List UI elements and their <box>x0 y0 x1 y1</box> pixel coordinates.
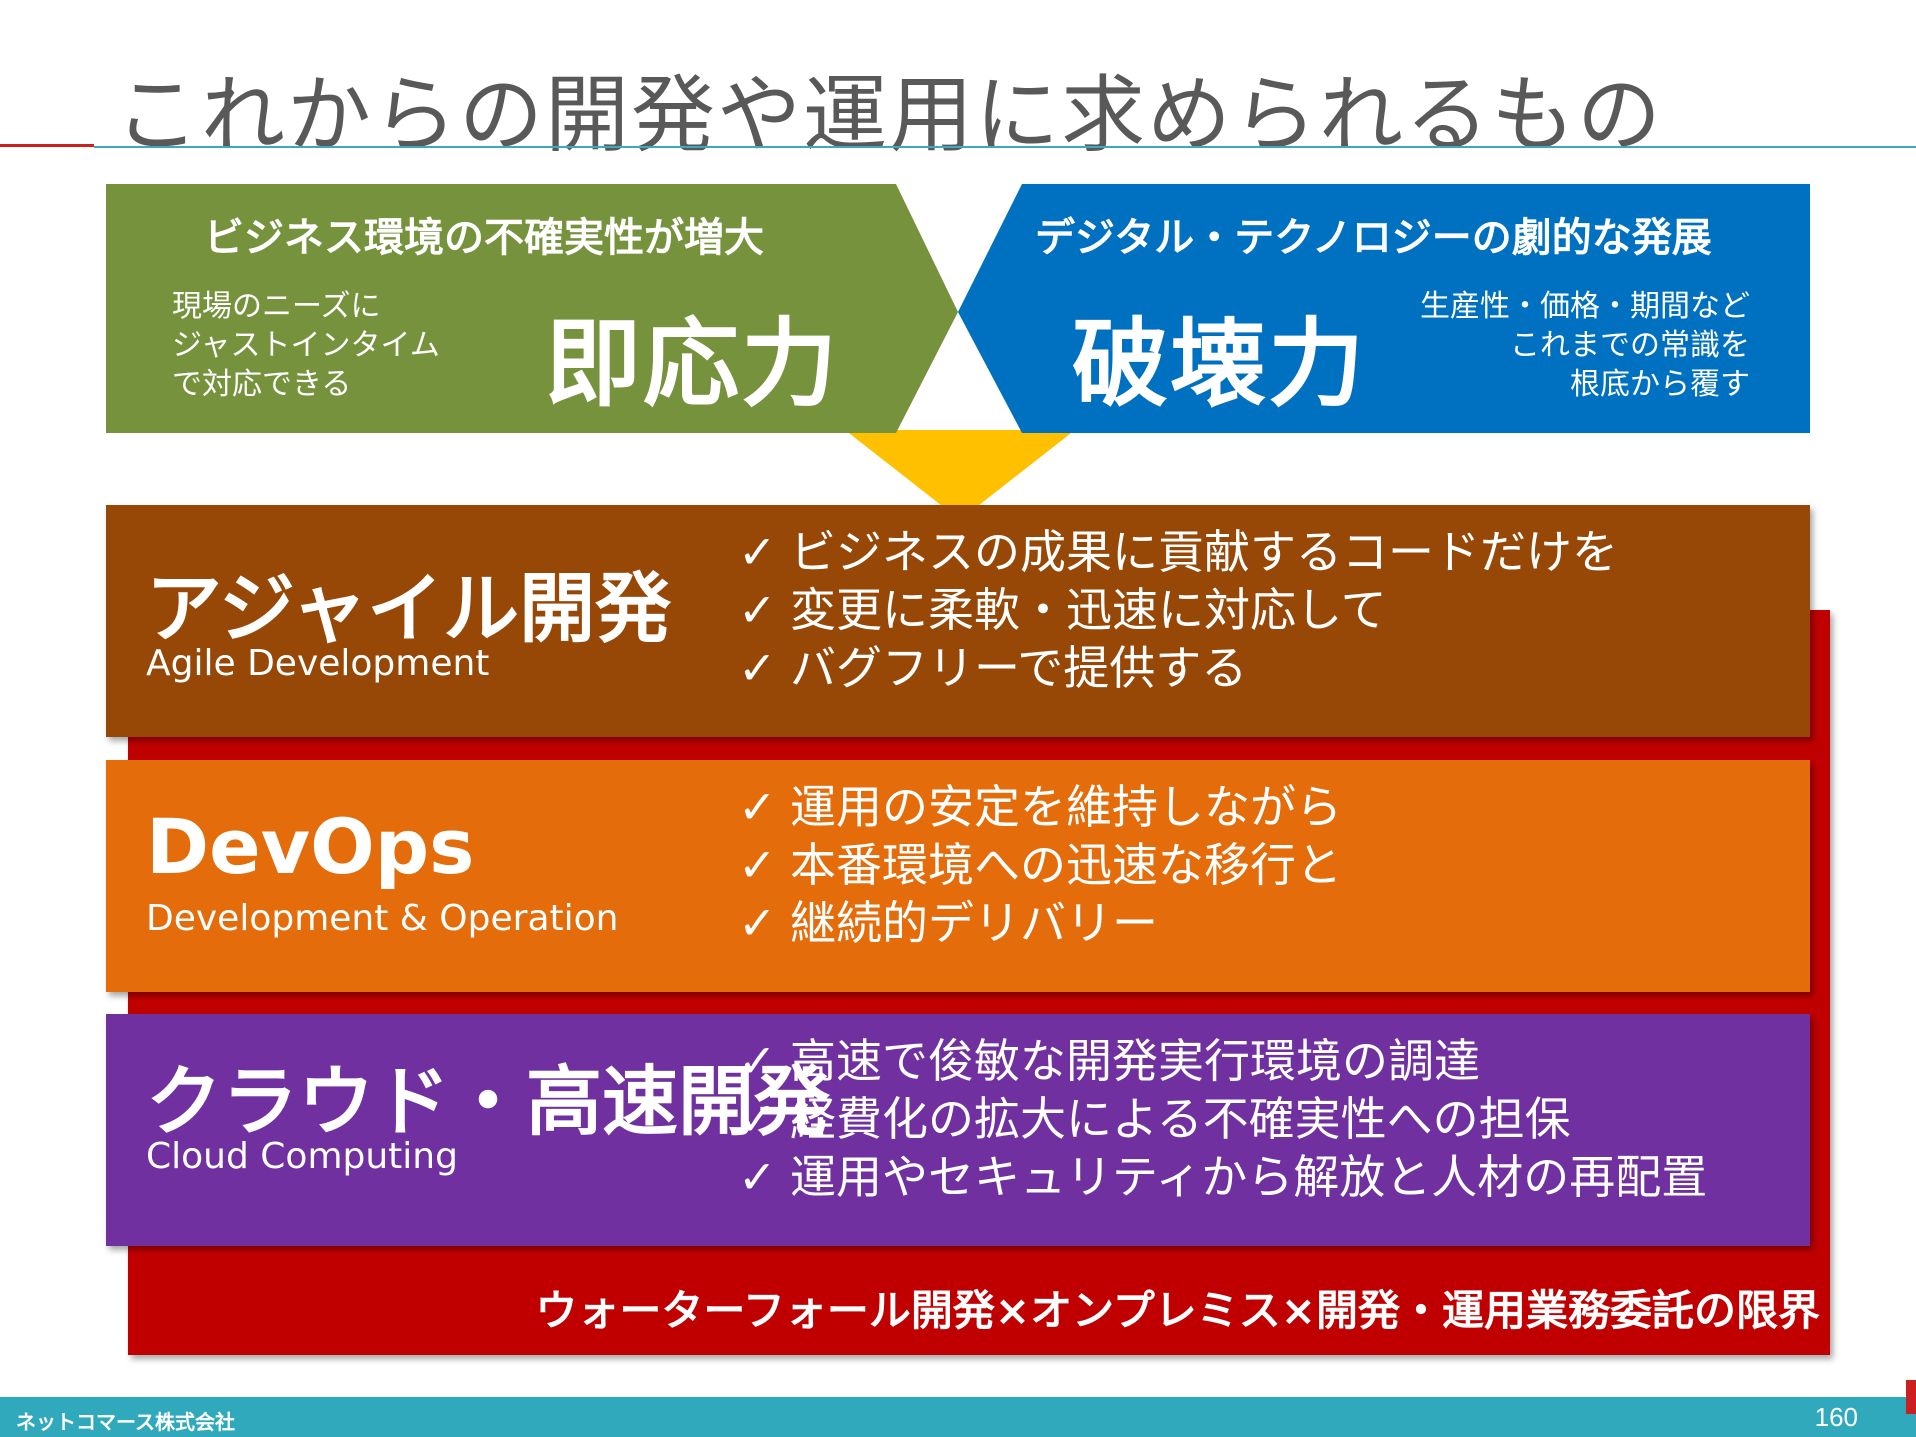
panel-title: アジャイル開発 <box>146 564 672 653</box>
panel-subtitle: Agile Development <box>146 643 490 684</box>
left-banner-shape <box>106 184 958 433</box>
check-icon: ✓ <box>738 780 777 834</box>
checklist: ✓運用の安定を維持しながら ✓本番環境への迅速な移行と ✓継続的デリバリー <box>738 778 1342 952</box>
panel-title: クラウド・高速開発 <box>146 1057 830 1146</box>
title-divider-accent <box>0 144 94 147</box>
list-item: ✓高速で俊敏な開発実行環境の調達 <box>738 1032 1707 1090</box>
check-icon: ✓ <box>738 838 777 892</box>
panel-title: DevOps <box>146 802 475 891</box>
checklist: ✓高速で俊敏な開発実行環境の調達 ✓経費化の拡大による不確実性への担保 ✓運用や… <box>738 1032 1707 1206</box>
left-banner-description: 現場のニーズに ジャストインタイム で対応できる <box>172 289 440 402</box>
left-banner-keyword: 即応力 <box>545 308 839 420</box>
right-banner-heading: デジタル・テクノロジーの劇的な発展 <box>1035 215 1712 261</box>
top-banners-graphic <box>106 184 1810 520</box>
title-divider <box>94 146 1916 148</box>
check-icon: ✓ <box>738 525 777 579</box>
right-banner-description: 生産性・価格・期間など これまでの常識を 根底から覆す <box>1420 289 1750 402</box>
checklist: ✓ビジネスの成果に貢献するコードだけを ✓変更に柔軟・迅速に対応して ✓バグフリ… <box>738 523 1618 697</box>
right-banner-keyword: 破壊力 <box>1072 308 1366 420</box>
merge-arrow <box>845 430 1075 520</box>
list-item: ✓運用の安定を維持しながら <box>738 778 1342 836</box>
list-item: ✓本番環境への迅速な移行と <box>738 836 1342 894</box>
list-item-text: 経費化の拡大による不確実性への担保 <box>790 1092 1571 1146</box>
check-icon: ✓ <box>738 1034 777 1088</box>
list-item: ✓ビジネスの成果に貢献するコードだけを <box>738 523 1618 581</box>
list-item: ✓変更に柔軟・迅速に対応して <box>738 581 1618 639</box>
list-item-text: 運用やセキュリティから解放と人材の再配置 <box>790 1150 1708 1204</box>
list-item-text: 運用の安定を維持しながら <box>790 780 1342 834</box>
left-banner-heading: ビジネス環境の不確実性が増大 <box>204 215 764 261</box>
list-item: ✓運用やセキュリティから解放と人材の再配置 <box>738 1148 1707 1206</box>
check-icon: ✓ <box>738 1092 777 1146</box>
footer-accent <box>1906 1380 1916 1414</box>
list-item: ✓経費化の拡大による不確実性への担保 <box>738 1090 1707 1148</box>
panel-subtitle: Cloud Computing <box>146 1136 458 1177</box>
list-item-text: 変更に柔軟・迅速に対応して <box>790 583 1387 637</box>
list-item: ✓バグフリーで提供する <box>738 639 1618 697</box>
footer-bar <box>0 1397 1916 1437</box>
list-item-text: 高速で俊敏な開発実行環境の調達 <box>790 1034 1480 1088</box>
list-item-text: ビジネスの成果に貢献するコードだけを <box>790 525 1618 579</box>
panel-subtitle: Development & Operation <box>146 898 619 939</box>
list-item-text: 継続的デリバリー <box>790 896 1158 950</box>
list-item-text: バグフリーで提供する <box>790 641 1248 695</box>
right-banner-shape <box>958 184 1810 433</box>
check-icon: ✓ <box>738 896 777 950</box>
panel-devops: DevOps Development & Operation ✓運用の安定を維持… <box>106 760 1810 992</box>
list-item: ✓継続的デリバリー <box>738 894 1342 952</box>
company-name: ネットコマース株式会社 <box>16 1410 235 1434</box>
limit-banner: ウォーターフォール開発×オンプレミス×開発・運用業務委託の限界 <box>535 1286 1820 1335</box>
check-icon: ✓ <box>738 1150 777 1204</box>
list-item-text: 本番環境への迅速な移行と <box>790 838 1342 892</box>
panel-agile: アジャイル開発 Agile Development ✓ビジネスの成果に貢献するコ… <box>106 505 1810 737</box>
check-icon: ✓ <box>738 583 777 637</box>
page-number: 160 <box>1814 1402 1858 1432</box>
check-icon: ✓ <box>738 641 777 695</box>
panel-cloud: クラウド・高速開発 Cloud Computing ✓高速で俊敏な開発実行環境の… <box>106 1014 1810 1246</box>
